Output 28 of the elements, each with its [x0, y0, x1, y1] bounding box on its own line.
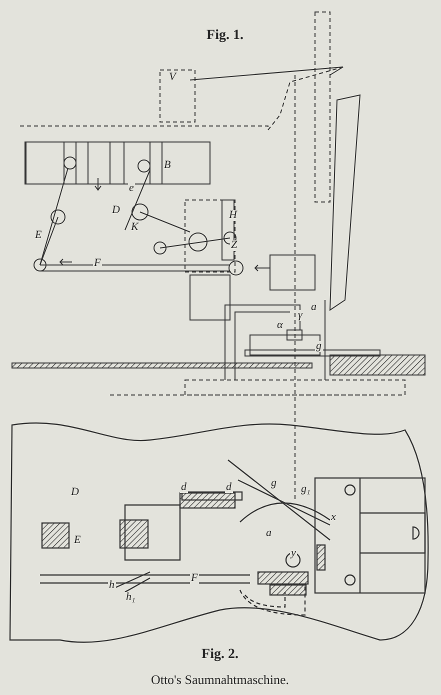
callout-letter: D [70, 487, 80, 498]
callout-letter: E [73, 535, 82, 546]
callout-letter: h [108, 580, 116, 591]
figure-title: Fig. 1. [206, 28, 244, 44]
callout-letter: d [225, 482, 232, 493]
callout-letter: y [290, 548, 297, 559]
callout-letter: h₁ [125, 592, 136, 603]
callout-letter: E [34, 230, 43, 241]
figure-caption: Otto's Saumnahtmaschine. [150, 672, 290, 688]
callout-letter: B [163, 160, 172, 171]
callout-letter: a [310, 302, 318, 313]
callout-letter: g₁ [300, 484, 312, 495]
callout-letter: a [265, 528, 272, 539]
callout-letter: Z [230, 240, 238, 251]
callout-letter: F [93, 258, 102, 269]
callout-letter: γ [297, 310, 304, 321]
callout-letter: e [128, 183, 135, 194]
callout-letter: H [228, 210, 238, 221]
callout-letter: g [270, 478, 278, 489]
callout-letter: K [130, 222, 140, 233]
figure-title: Fig. 2. [200, 648, 240, 662]
callout-letter: D [111, 205, 121, 216]
callout-letter: V [168, 72, 177, 83]
callout-letter: g [315, 341, 322, 352]
callout-letter: F [190, 573, 199, 584]
callout-letter: α [276, 320, 284, 331]
callout-letter: x [330, 512, 337, 523]
callout-letter: d [180, 482, 188, 493]
